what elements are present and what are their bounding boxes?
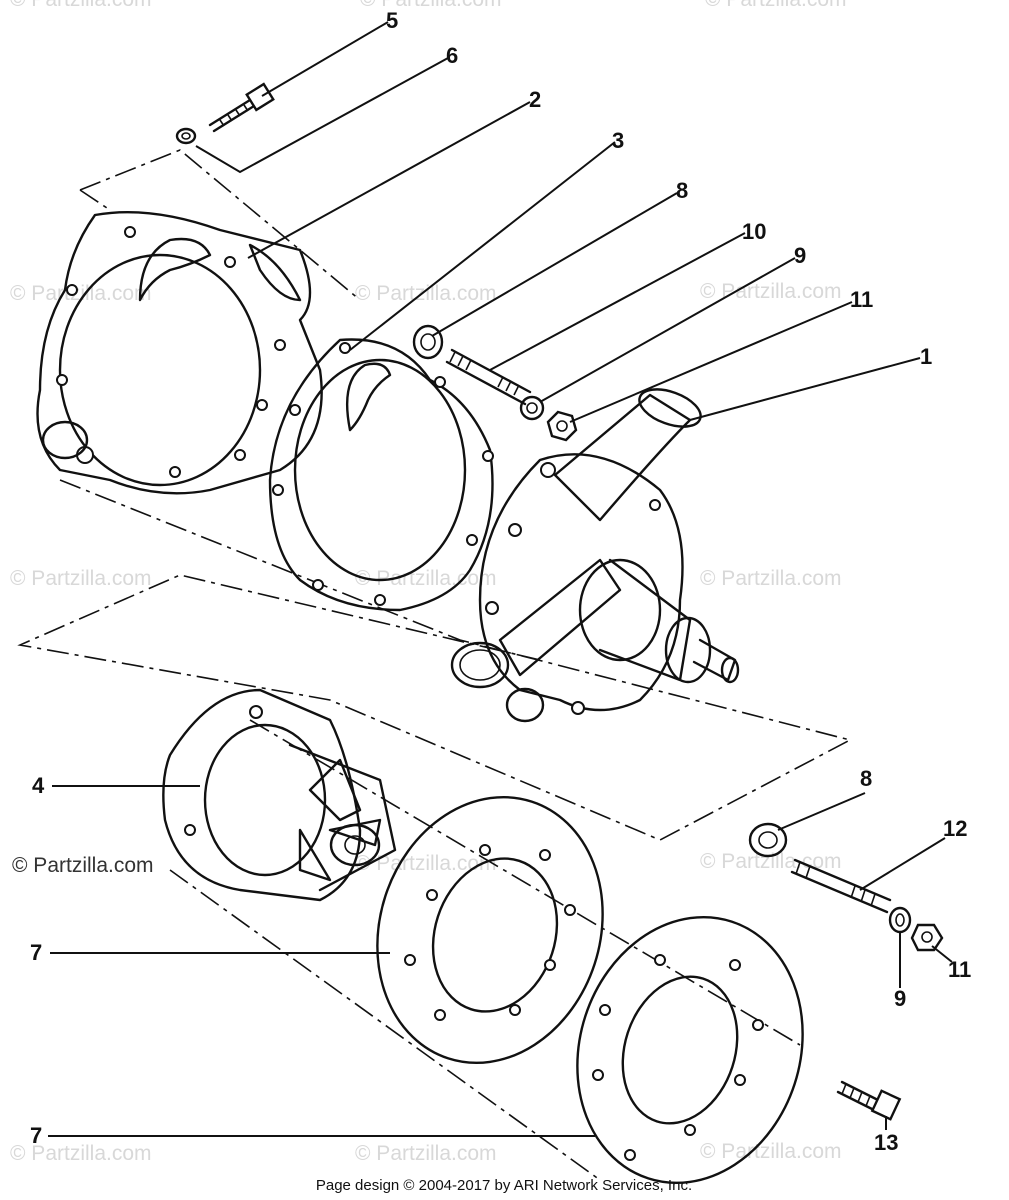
callout-6: 6: [446, 43, 458, 68]
callout-9: 9: [894, 986, 906, 1011]
callout-11: 11: [948, 957, 971, 982]
watermark-text: © Partzilla.com: [10, 567, 152, 590]
stud-part-12: [790, 858, 892, 914]
watermark-text: © Partzilla.com: [355, 1142, 497, 1165]
bolt-part-13: [836, 1080, 902, 1121]
callout-4: 4: [32, 773, 45, 798]
callout-10: 10: [742, 219, 766, 244]
watermark-text: © Partzilla.com: [12, 854, 154, 877]
watermark-text: © Partzilla.com: [360, 0, 502, 11]
callout-8: 8: [860, 766, 872, 791]
impeller-part-4: [162, 688, 397, 902]
washer-part-6: [175, 127, 197, 145]
leader-lines: [48, 21, 953, 1137]
watermark-text: © Partzilla.com: [355, 282, 497, 305]
callout-12: 12: [943, 816, 967, 841]
plate-part-7-upper: [376, 795, 604, 1065]
watermark-text: © Partzilla.com: [10, 1142, 152, 1165]
callout-13: 13: [874, 1130, 898, 1155]
watermark-text: © Partzilla.com: [700, 567, 842, 590]
bolt-part-5: [208, 82, 275, 133]
watermark-text: © Partzilla.com: [355, 567, 497, 590]
watermarks: © Partzilla.com © Partzilla.com © Partzi…: [10, 0, 847, 1165]
washer-part-9-top: [519, 395, 545, 421]
gasket-part-3: [268, 338, 494, 612]
watermark-text: © Partzilla.com: [700, 850, 842, 873]
watermark-text: © Partzilla.com: [10, 282, 152, 305]
watermark-text: © Partzilla.com: [355, 852, 497, 875]
callout-5: 5: [386, 8, 398, 33]
callout-8: 8: [676, 178, 688, 203]
watermark-text: © Partzilla.com: [10, 0, 152, 11]
callout-2: 2: [529, 87, 541, 112]
callout-7: 7: [30, 1123, 42, 1148]
pump-cover-part-2: [36, 210, 323, 495]
callout-3: 3: [612, 128, 624, 153]
washer-part-9-lower: [888, 906, 912, 934]
footer-copyright: Page design © 2004-2017 by ARI Network S…: [316, 1177, 692, 1194]
callouts: 5 6 2 3 8 10 9 11 1 4 8 12 7 11 9 7 13: [30, 8, 971, 1155]
callout-11: 11: [850, 287, 873, 312]
nut-part-11-top: [546, 410, 578, 442]
nut-part-11-lower: [910, 923, 944, 952]
watermark-text: © Partzilla.com: [700, 1140, 842, 1163]
watermark-text: © Partzilla.com: [700, 280, 842, 303]
assembly-lines: [17, 149, 853, 1181]
washer-part-8-lower: [748, 822, 788, 858]
callout-1: 1: [920, 344, 932, 369]
washer-part-8-top: [412, 324, 444, 360]
callout-9: 9: [794, 243, 806, 268]
callout-7: 7: [30, 940, 42, 965]
water-pump-part-1: [450, 388, 740, 723]
watermark-text: © Partzilla.com: [705, 0, 847, 11]
stud-part-10: [445, 348, 532, 406]
plate-part-7-lower: [576, 915, 804, 1185]
